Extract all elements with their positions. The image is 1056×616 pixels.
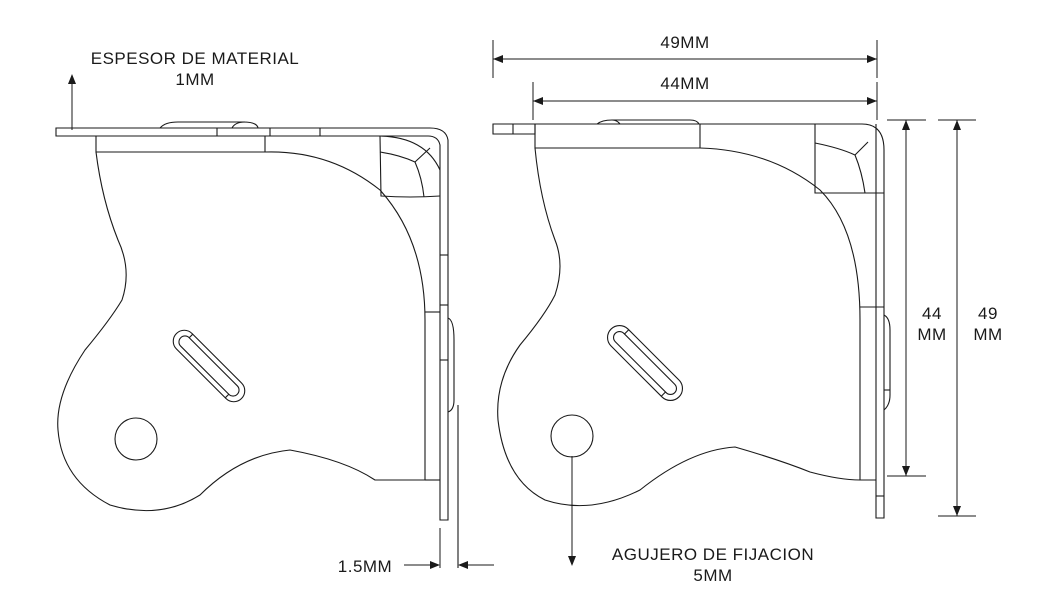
- height-inner-label: 44 MM: [912, 303, 952, 345]
- height-outer-label: 49 MM: [968, 303, 1008, 345]
- width-outer-label: 49MM: [660, 33, 710, 52]
- material-thickness-label: ESPESOR DE MATERIAL 1MM: [70, 48, 320, 90]
- left-bracket-view: [55, 121, 459, 568]
- width-inner-label: 44MM: [660, 74, 710, 93]
- hole-label: AGUJERO DE FIJACION 5MM: [588, 544, 838, 586]
- hole-leader: [568, 456, 576, 566]
- hole-title: AGUJERO DE FIJACION: [611, 545, 815, 564]
- material-thickness-title: ESPESOR DE MATERIAL: [90, 49, 300, 68]
- height-inner-dimension: [887, 119, 926, 477]
- flange-gap-label: 1.5MM: [337, 557, 393, 576]
- hole-value: 5MM: [693, 566, 733, 585]
- height-outer-number: 49: [978, 304, 998, 323]
- right-bracket-view: [492, 119, 891, 519]
- height-inner-number: 44: [922, 304, 942, 323]
- height-outer-dimension: [938, 119, 976, 517]
- height-inner-unit: MM: [917, 325, 947, 344]
- material-thickness-value: 1MM: [175, 70, 215, 89]
- material-thickness-leader: [68, 74, 76, 130]
- height-outer-unit: MM: [973, 325, 1003, 344]
- width-outer-dimension: [492, 40, 878, 78]
- width-inner-dimension: [532, 82, 878, 120]
- flange-gap-dimension: [404, 528, 494, 569]
